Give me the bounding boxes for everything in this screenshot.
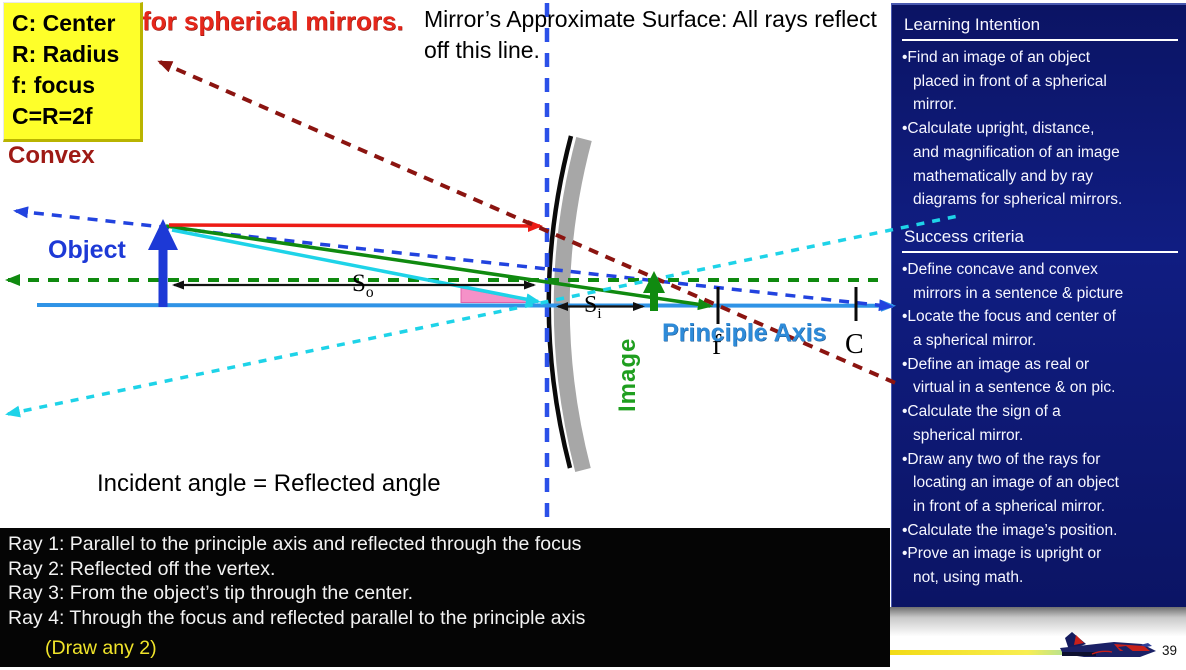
- legend-line: C: Center: [12, 10, 116, 36]
- legend-box: C: Center R: Radius f: focus C=R=2f: [3, 2, 143, 142]
- learning-intention-title: Learning Intention: [902, 13, 1178, 41]
- center-label: C: [845, 329, 864, 360]
- mirror-body: [553, 136, 592, 473]
- surface-note: Mirror’s Approximate Surface: All rays r…: [424, 6, 877, 63]
- ray4-description: Ray 4: Through the focus and reflected p…: [8, 606, 586, 629]
- legend-line: R: Radius: [12, 41, 120, 67]
- incident-angle-wedge: [460, 287, 539, 303]
- sidebar-panel: Learning Intention •Find an image of an …: [891, 3, 1186, 613]
- image-arrow: [643, 271, 665, 311]
- bullet-item: •Calculate the image’s position.: [902, 521, 1118, 539]
- principal-axis-line: [36, 299, 896, 312]
- sidebar-shadow: [888, 607, 1186, 649]
- legend-line: C=R=2f: [12, 103, 93, 129]
- contrail-stripe: [888, 650, 1142, 655]
- mirror-surface-line: [546, 135, 574, 469]
- draw-any-two-note: (Draw any 2): [45, 637, 157, 660]
- ray1-description: Ray 1: Parallel to the principle axis an…: [8, 533, 582, 555]
- ray4-toward-focus-solid: [165, 224, 713, 311]
- image-distance-label: Si: [584, 292, 602, 322]
- rays-panel: Ray 1: Parallel to the principle axis an…: [0, 528, 890, 667]
- slide-title-red: for spherical mirrors.: [142, 6, 404, 36]
- object-distance-label: So: [352, 270, 374, 301]
- object-label: Object: [48, 236, 126, 264]
- convex-label: Convex: [8, 142, 95, 169]
- angle-equality-note: Incident angle = Reflected angle: [97, 470, 441, 497]
- success-criteria-title: Success criteria: [902, 225, 1178, 253]
- page-number: 39: [1162, 643, 1178, 658]
- jet-logo-icon: [1056, 627, 1162, 670]
- object-arrow: [148, 219, 178, 307]
- bullet-item: •Calculate upright, distance,and magnifi…: [902, 120, 1123, 209]
- legend-line: f: focus: [12, 72, 96, 98]
- principle-axis-label: Principle Axis: [662, 319, 827, 347]
- ray3-description: Ray 3: From the object’s tip through the…: [8, 582, 414, 605]
- ray2-description: Ray 2: Reflected off the vertex.: [8, 557, 276, 580]
- image-label: Image: [614, 337, 641, 412]
- ray1-parallel-solid: [168, 219, 543, 232]
- ray3-through-center-dashed: [13, 206, 894, 312]
- ray2-reflected-dashed: [5, 214, 959, 418]
